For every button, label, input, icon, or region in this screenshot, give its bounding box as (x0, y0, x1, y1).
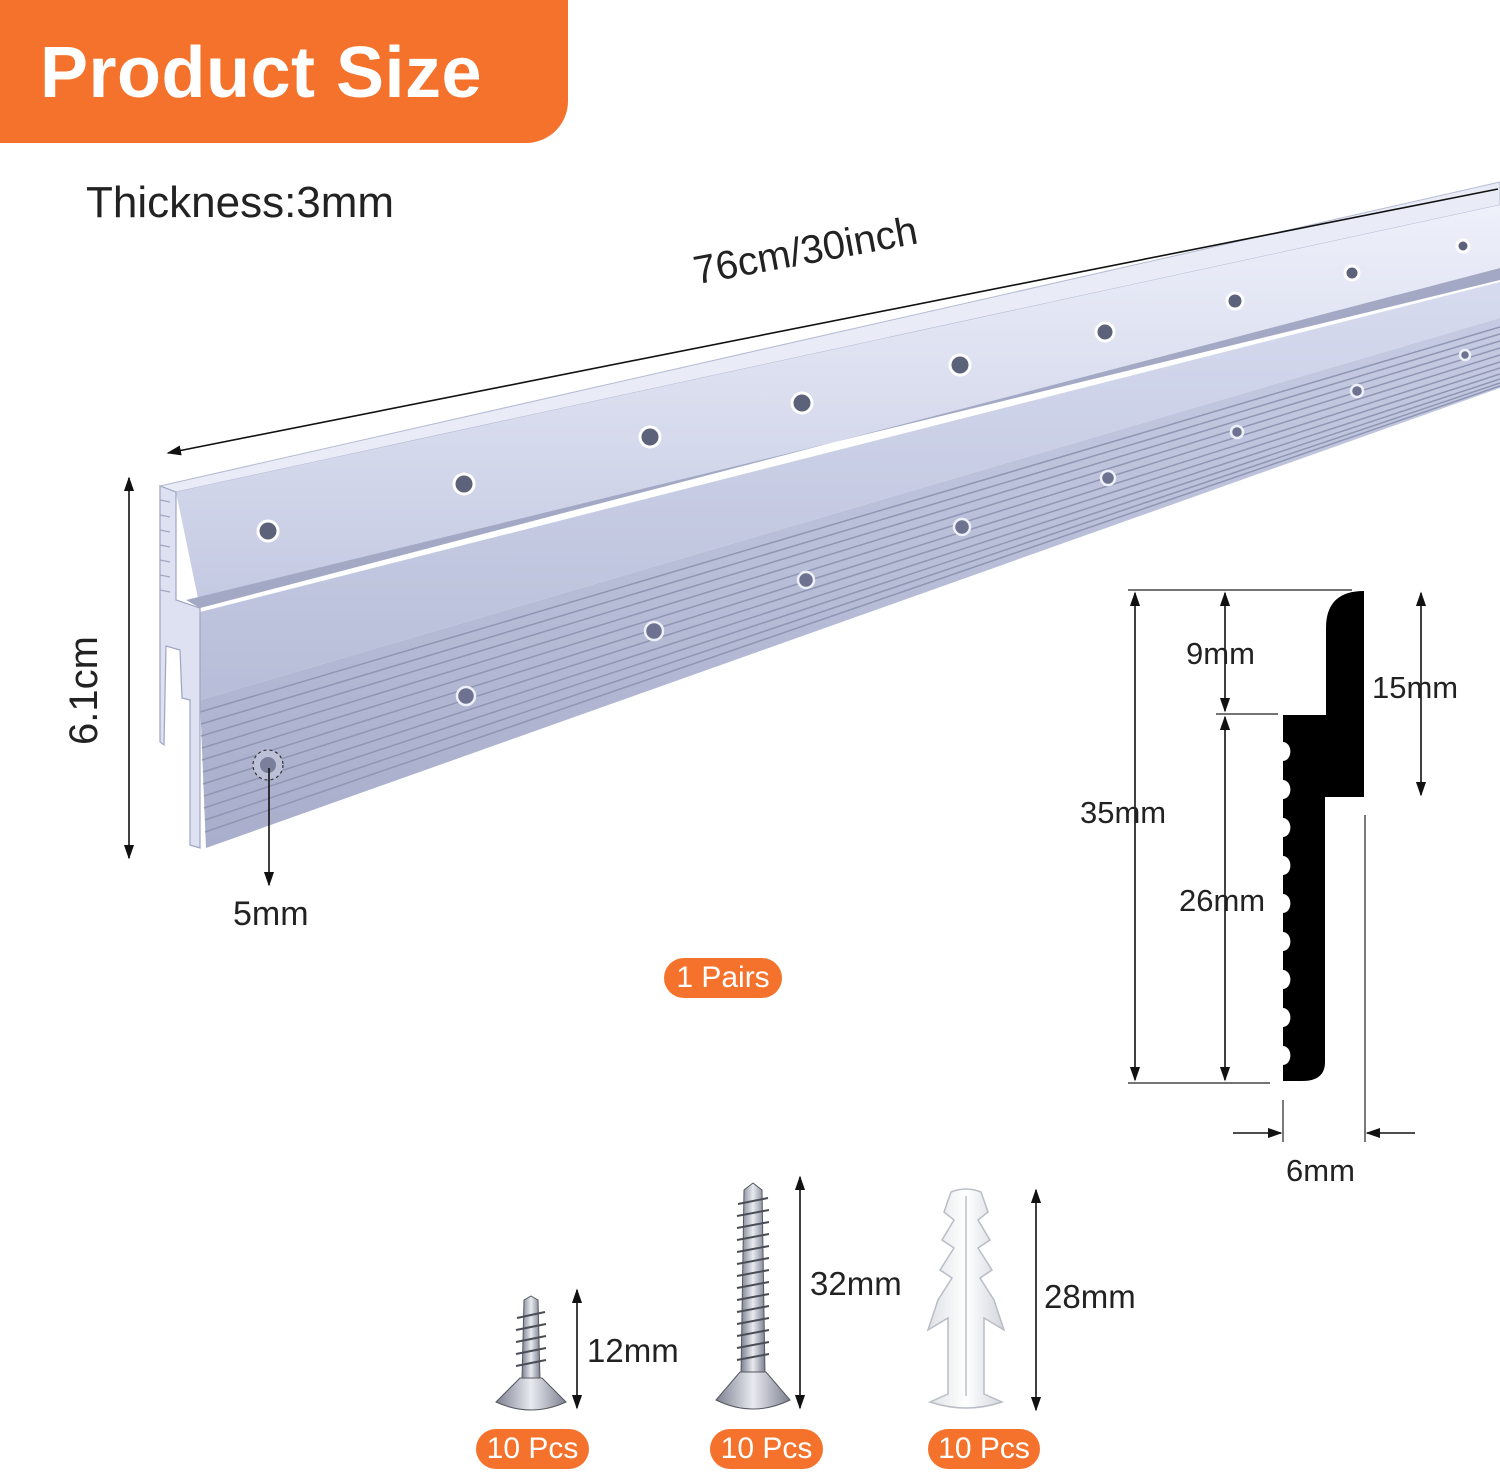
page-title: Product Size (40, 33, 483, 113)
profile-extension-lines (1128, 589, 1366, 1142)
short-screw-icon (495, 1295, 567, 1411)
long-screw-length: 32mm (810, 1265, 902, 1302)
flange-label: 15mm (1372, 670, 1459, 705)
mounting-holes-lower (455, 348, 1472, 707)
wall-plug-count-badge: 10 Pcs (928, 1429, 1040, 1469)
hole-diameter-label: 5mm (233, 895, 309, 933)
long-screw-count-badge: 10 Pcs (710, 1429, 823, 1469)
title-banner: Product Size (0, 0, 568, 143)
short-screw-count-badge: 10 Pcs (476, 1429, 589, 1469)
thickness-label: Thickness:3mm (86, 178, 395, 227)
top-section-label: 9mm (1186, 636, 1255, 671)
short-screw-length: 12mm (587, 1332, 679, 1369)
mounting-holes-upper (256, 238, 1471, 543)
height-label: 6.1cm (62, 636, 106, 745)
ribbed-section-label: 26mm (1179, 883, 1266, 918)
width-label: 6mm (1286, 1153, 1355, 1188)
wall-plug-length: 28mm (1044, 1278, 1136, 1315)
length-dimension-line (166, 188, 1499, 456)
wall-plug-icon (926, 1188, 1006, 1409)
aluminium-cleat-rail-icon (158, 181, 1500, 849)
long-screw-icon (715, 1182, 791, 1410)
quantity-badge: 1 Pairs (664, 958, 782, 998)
total-height-label: 35mm (1080, 795, 1167, 830)
cross-section-profile-icon (1283, 591, 1364, 1081)
